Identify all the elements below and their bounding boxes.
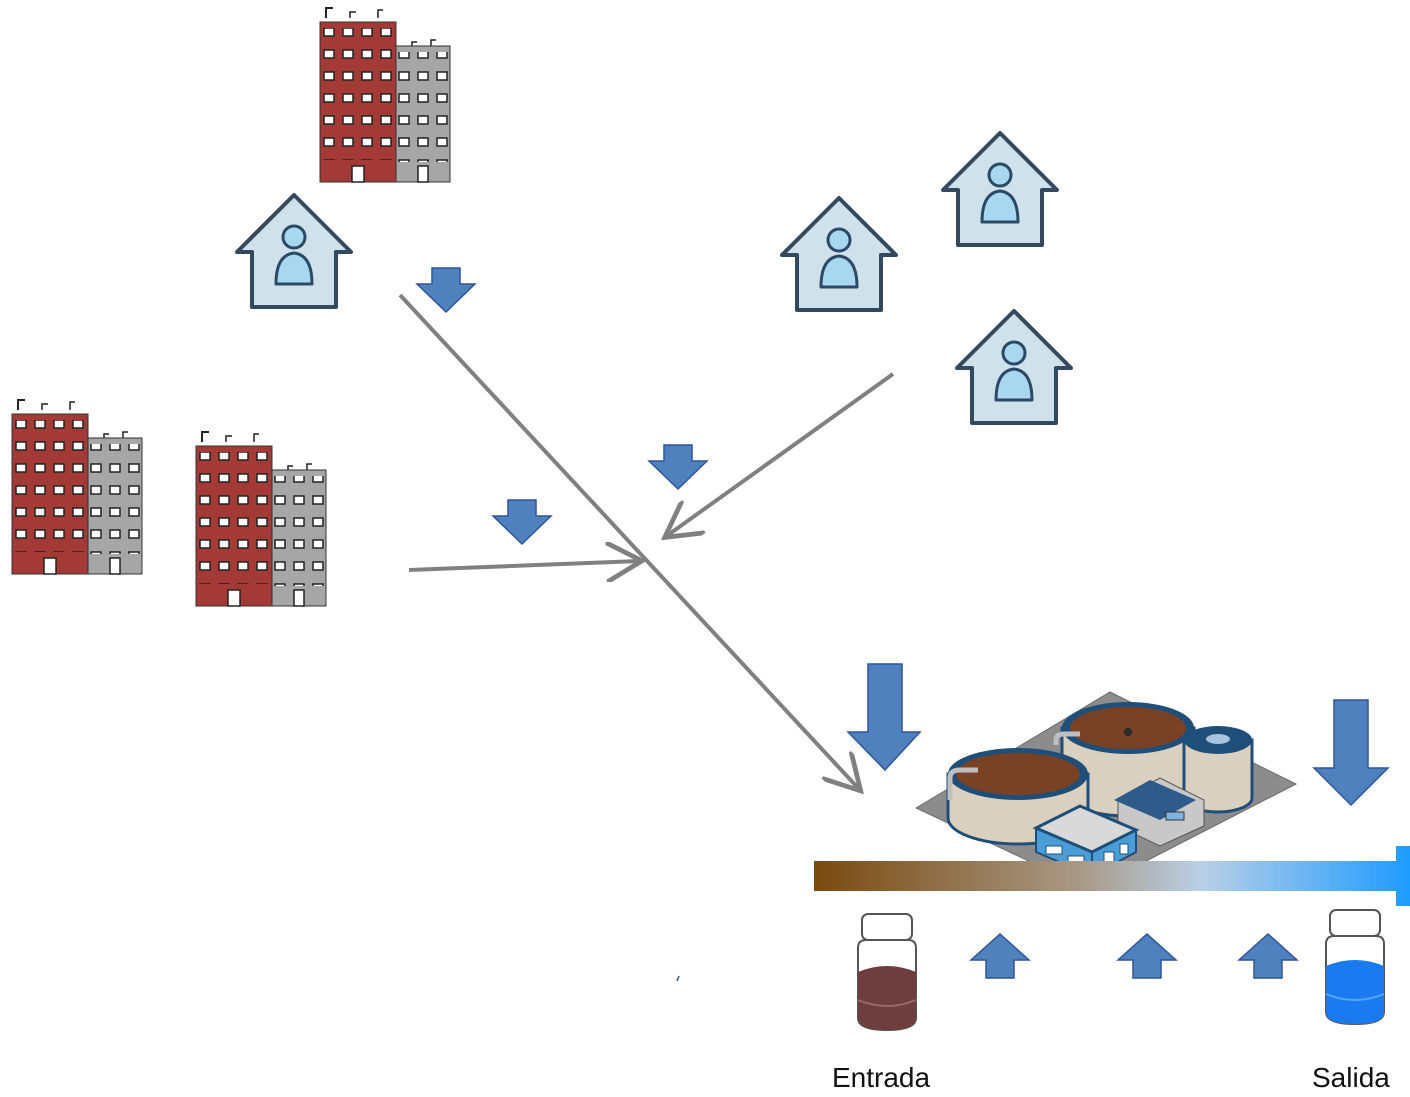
output-label: Salida (1312, 1062, 1390, 1093)
sample-bottle-icon (857, 913, 917, 1032)
sewer-main-line (398, 293, 858, 788)
input-label: Entrada (832, 1062, 931, 1093)
large-down-arrow (846, 663, 922, 772)
apartment-building-icon (195, 431, 327, 607)
flow-down-arrow (416, 267, 476, 313)
flow-up-arrow (1238, 933, 1298, 979)
apartment-building-icon (319, 7, 451, 183)
stray-mark (676, 975, 680, 982)
house-person-icon (235, 193, 353, 309)
treatment-flow-arrow (814, 846, 1410, 906)
house-person-icon (780, 196, 898, 312)
flow-up-arrow (1117, 933, 1177, 979)
wastewater-treatment-plant-icon (914, 691, 1298, 891)
sample-bottle-icon (1325, 909, 1385, 1026)
sewer-branch-left (408, 561, 638, 570)
sewer-branch-right (668, 372, 895, 535)
house-person-icon (941, 131, 1059, 247)
large-down-arrow (1312, 699, 1390, 807)
flow-down-arrow (492, 499, 552, 545)
flow-up-arrow (970, 933, 1030, 979)
apartment-building-icon (11, 399, 143, 575)
house-person-icon (955, 309, 1073, 425)
flow-down-arrow (648, 444, 708, 490)
